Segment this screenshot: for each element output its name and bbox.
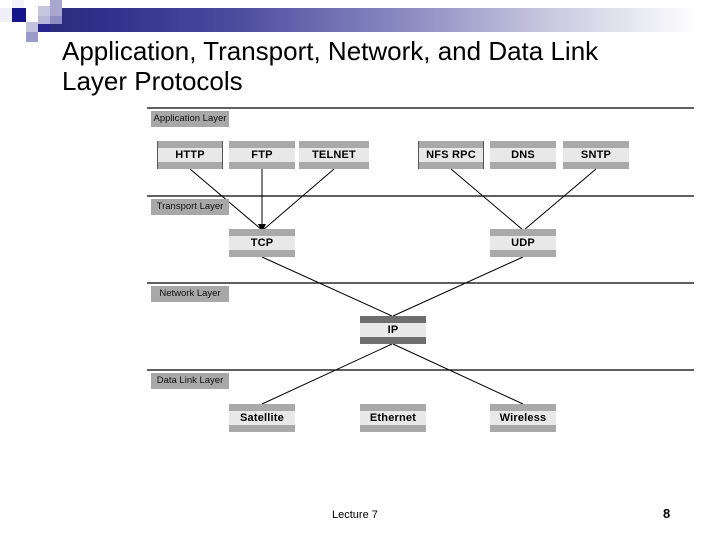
protocol-box-wireless[interactable]: Wireless [490, 404, 556, 432]
link-ip-wireless [392, 343, 524, 405]
link-ip-satellite [261, 343, 393, 405]
protocol-box-tcp[interactable]: TCP [229, 229, 295, 257]
protocol-box-sntp[interactable]: SNTP [563, 141, 629, 169]
header-mosaic-tile [0, 22, 12, 32]
header-mosaic-tile [0, 8, 12, 22]
link-sntp-udp [523, 168, 597, 231]
link-nfsrpc-udp [450, 168, 524, 231]
header-gradient-bar [40, 8, 720, 32]
header-mosaic-tile [38, 6, 50, 16]
header-mosaic-tile [26, 32, 38, 42]
header-mosaic-tile [38, 24, 50, 32]
header-mosaic-tile [12, 22, 26, 32]
header-mosaic-tile [26, 22, 38, 32]
header-mosaic-tile [50, 16, 62, 24]
arrowhead-tcp [258, 224, 266, 232]
protocol-box-ethernet[interactable]: Ethernet [360, 404, 426, 432]
protocol-box-telnet[interactable]: TELNET [299, 141, 369, 169]
slide-title: Application, Transport, Network, and Dat… [62, 36, 599, 97]
link-tcp-ip [261, 256, 393, 317]
protocol-box-dns[interactable]: DNS [490, 141, 556, 169]
footer-lecture-label: Lecture 7 [332, 509, 378, 521]
protocol-box-ip[interactable]: IP [360, 316, 426, 344]
slide-header-decoration [0, 0, 720, 42]
protocol-box-ftp[interactable]: FTP [229, 141, 295, 169]
header-mosaic-tile [12, 8, 26, 22]
layer-label-network: Network Layer [151, 286, 229, 302]
layer-label-application: Application Layer [151, 111, 229, 127]
protocol-box-http[interactable]: HTTP [157, 141, 223, 169]
header-mosaic-tile [26, 8, 38, 22]
header-mosaic-tile [50, 0, 62, 16]
protocol-box-nfsrpc[interactable]: NFS RPC [418, 141, 484, 169]
protocol-box-udp[interactable]: UDP [490, 229, 556, 257]
footer-page-number: 8 [663, 506, 671, 521]
link-telnet-tcp [262, 168, 335, 231]
protocol-box-satellite[interactable]: Satellite [229, 404, 295, 432]
link-udp-ip [392, 256, 524, 317]
layer-label-transport: Transport Layer [151, 199, 229, 215]
layer-label-datalink: Data Link Layer [151, 373, 229, 389]
header-mosaic-tile [38, 16, 50, 24]
